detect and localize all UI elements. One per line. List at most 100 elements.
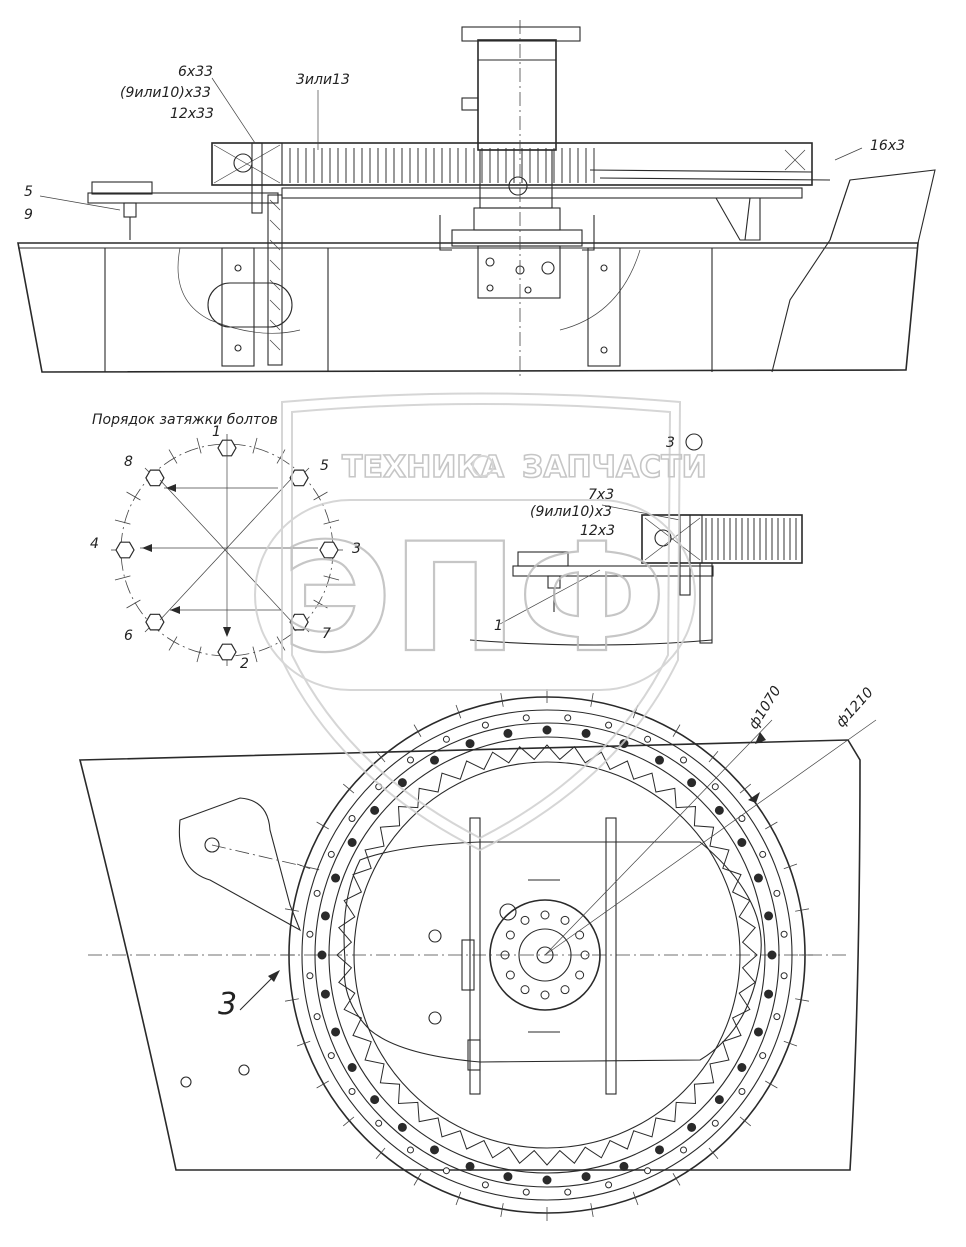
ring-bolt-hole bbox=[522, 1188, 530, 1196]
ring-bolt bbox=[331, 1027, 341, 1037]
ring-bolt-hole bbox=[711, 783, 719, 791]
order-tick bbox=[114, 519, 131, 525]
ring-bolt bbox=[503, 1172, 513, 1182]
ring-bolt bbox=[619, 1161, 629, 1171]
ring-bolt-hole bbox=[306, 972, 314, 980]
hub-hole bbox=[505, 930, 515, 940]
gear-teeth-detail bbox=[705, 518, 797, 560]
ring-bolt bbox=[655, 755, 664, 765]
hub-hole bbox=[520, 985, 530, 995]
ring-tick bbox=[783, 1040, 798, 1047]
ring-tick bbox=[284, 998, 299, 1002]
ring-bolt-hole bbox=[780, 972, 788, 980]
hub-holes bbox=[500, 910, 590, 1000]
order-tick bbox=[252, 437, 258, 454]
bottom-plan-view bbox=[78, 689, 877, 1221]
hub-hole bbox=[575, 970, 585, 980]
ring-tick bbox=[316, 1080, 329, 1089]
ring-bolt-hole bbox=[773, 1013, 781, 1021]
ring-tick bbox=[672, 1173, 681, 1186]
ring-tick bbox=[795, 998, 810, 1002]
ring-bolt bbox=[397, 1122, 407, 1132]
ring-bolt bbox=[331, 873, 341, 883]
ring-bolt-hole bbox=[773, 889, 781, 897]
ring-tick bbox=[296, 1040, 311, 1047]
label-item-9: 9 bbox=[24, 207, 33, 223]
ring-bolt-hole bbox=[406, 1146, 414, 1154]
ring-tick bbox=[413, 1173, 422, 1186]
ring-bolt-hole bbox=[327, 1052, 335, 1060]
ring-bolt bbox=[347, 1063, 357, 1072]
ring-bolt bbox=[767, 950, 777, 960]
order-num-2: 2 bbox=[240, 656, 249, 672]
ring-bolt bbox=[430, 755, 439, 765]
hub-hole bbox=[575, 930, 585, 940]
ring-bolt bbox=[347, 838, 357, 847]
ring-tick bbox=[672, 724, 681, 737]
ring-bolt bbox=[753, 1027, 763, 1037]
hub-hole bbox=[505, 970, 515, 980]
label-top-bolt-3: 12x33 bbox=[170, 106, 214, 122]
watermark-text-left: ТЕХНИКА bbox=[342, 450, 505, 485]
order-num-7: 7 bbox=[322, 626, 331, 642]
order-tick bbox=[196, 437, 202, 454]
watermark: ТЕХНИКА ЗАПЧАСТИ ЭПФ bbox=[254, 392, 707, 852]
bolt-hex bbox=[289, 469, 309, 487]
ring-bolt-hole bbox=[348, 814, 356, 822]
ring-bolt bbox=[465, 1161, 475, 1171]
ring-tick bbox=[632, 1191, 639, 1206]
hub-hole bbox=[500, 950, 510, 960]
label-view-mark: 3 bbox=[666, 435, 675, 451]
label-detail-item: 1 bbox=[494, 618, 503, 634]
label-dia-inner: ф1070 bbox=[746, 683, 785, 732]
ring-bolt-hole bbox=[680, 1146, 688, 1154]
ring-bolt-hole bbox=[680, 756, 688, 764]
ring-bolt bbox=[320, 989, 330, 999]
ring-tick bbox=[708, 1147, 719, 1160]
ring-bolt bbox=[542, 725, 552, 735]
order-num-3: 3 bbox=[352, 541, 361, 557]
ring-tick bbox=[284, 908, 299, 912]
ring-bolt-hole bbox=[481, 1181, 489, 1189]
ring-bolt bbox=[764, 911, 774, 921]
ring-bolt-hole bbox=[780, 930, 788, 938]
order-num-6: 6 bbox=[124, 628, 133, 644]
ring-tick bbox=[739, 1116, 752, 1127]
ring-bolt-hole bbox=[327, 850, 335, 858]
watermark-text-right: ЗАПЧАСТИ bbox=[522, 450, 707, 485]
label-detail-bolt-1: 7x3 bbox=[588, 487, 614, 503]
hub-hole bbox=[560, 985, 570, 995]
ring-tick bbox=[455, 704, 462, 719]
gear-icon bbox=[472, 455, 494, 477]
ring-bolt bbox=[581, 728, 591, 738]
order-bolts bbox=[115, 439, 339, 661]
ring-bolt-hole bbox=[605, 721, 613, 729]
bolt-hex bbox=[289, 613, 309, 631]
ring-bolt bbox=[687, 1122, 697, 1132]
ring-bolt-hole bbox=[564, 714, 572, 722]
ring-bolt bbox=[317, 950, 327, 960]
ring-bolt-hole bbox=[406, 756, 414, 764]
bolt-hex bbox=[145, 613, 165, 631]
order-tick bbox=[114, 575, 131, 581]
ring-tick bbox=[342, 783, 355, 794]
ring-tick bbox=[765, 1080, 778, 1089]
ring-bolt-hole bbox=[738, 1088, 746, 1096]
order-num-1: 1 bbox=[212, 424, 221, 440]
ring-tick bbox=[739, 783, 752, 794]
ring-bolt bbox=[714, 805, 724, 815]
ring-bolt-hole bbox=[375, 1119, 383, 1127]
ring-bolt-hole bbox=[313, 1013, 321, 1021]
hub-hole bbox=[580, 950, 590, 960]
ring-bolt-hole bbox=[306, 930, 314, 938]
ring-bolt-hole bbox=[564, 1188, 572, 1196]
order-tick bbox=[313, 491, 328, 501]
ring-bolt bbox=[714, 1095, 724, 1105]
ring-tick bbox=[316, 821, 329, 830]
bolt-order-diagram bbox=[111, 434, 343, 666]
order-num-5: 5 bbox=[320, 458, 329, 474]
label-top-part: 3или13 bbox=[296, 72, 350, 88]
bolt-hex bbox=[115, 541, 135, 559]
